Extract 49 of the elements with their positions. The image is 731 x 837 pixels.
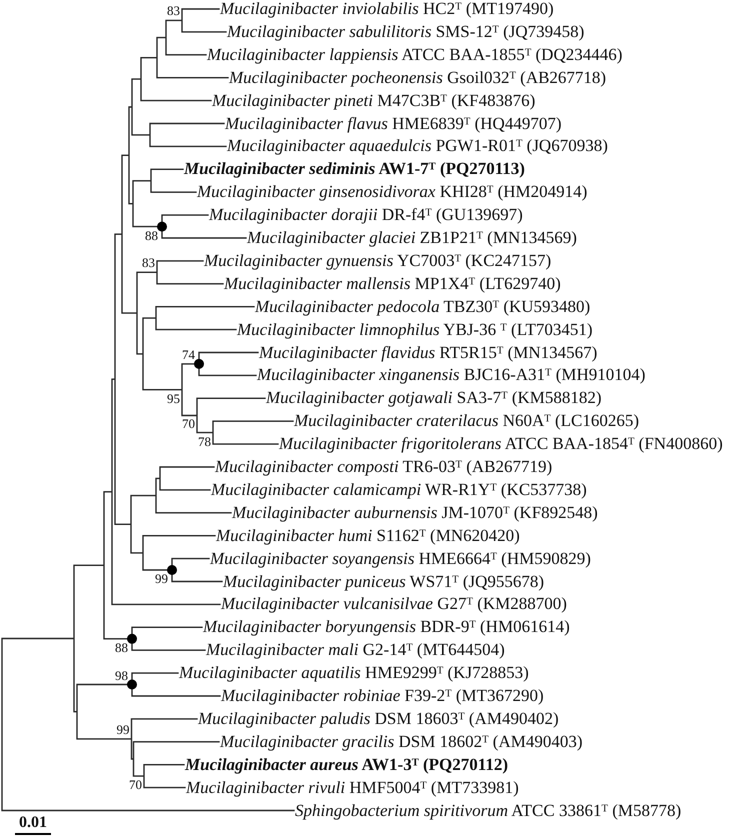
bootstrap-value: 98 bbox=[115, 668, 128, 683]
taxon-label: Mucilaginibacter sediminis AW1-7$^{T}$ (PQ270113) bbox=[184, 159, 525, 180]
taxon-label: Mucilaginibacter humi S1162$^{T}$ (MN620420) bbox=[216, 526, 520, 546]
taxon-label: Mucilaginibacter gynuensis YC7003$^{T}$ (KC247157) bbox=[204, 250, 552, 271]
bootstrap-value: 83 bbox=[142, 256, 155, 270]
taxon-label: Mucilaginibacter gotjawali SA3-7$^{T}$ (KM588182) bbox=[266, 388, 602, 408]
taxon-label: Mucilaginibacter flavus HME6839$^{T}$ (HQ449707) bbox=[225, 114, 562, 134]
taxon-label: Mucilaginibacter composti TR6-03$^{T}$ (AB267719) bbox=[215, 457, 552, 477]
taxon-label: Mucilaginibacter gracilis DSM 18602$^{T}$ (AM490403) bbox=[220, 732, 582, 752]
taxon-label: Mucilaginibacter mallensis MP1X4$^{T}$ (LT629740) bbox=[224, 274, 561, 294]
bootstrap-value: 88 bbox=[115, 640, 128, 655]
bootstrap-value: 83 bbox=[167, 4, 180, 18]
taxon-label: Mucilaginibacter limnophilus YBJ-36 $^{T}$ (LT703451) bbox=[237, 320, 593, 340]
taxon-label: Mucilaginibacter puniceus WS71$^{T}$ (JQ955678) bbox=[223, 572, 544, 592]
taxon-label: Mucilaginibacter rivuli HMF5004$^{T}$ (MT733981) bbox=[186, 778, 519, 798]
taxon-label: Mucilaginibacter inviolabilis HC2$^{T}$ (MT197490) bbox=[220, 0, 554, 19]
taxon-label: Mucilaginibacter boryungensis BDR-9$^{T}$ (HM061614) bbox=[203, 617, 570, 638]
taxon-label: Mucilaginibacter paludis DSM 18603$^{T}$ (AM490402) bbox=[198, 708, 559, 729]
bootstrap-value: 99 bbox=[155, 572, 168, 586]
bootstrap-value: 95 bbox=[167, 392, 180, 406]
taxon-label: Mucilaginibacter glaciei ZB1P21$^{T}$ (MN134569) bbox=[247, 228, 577, 248]
taxon-label: Mucilaginibacter frigoritolerans ATCC BAA-1854$^{T}$ (FN400860) bbox=[279, 434, 723, 454]
taxon-label: Mucilaginibacter pedocola TBZ30$^{T}$ (KU593480) bbox=[255, 296, 590, 317]
taxon-label: Mucilaginibacter xinganensis BJC16-A31$^{T}$ (MH910104) bbox=[257, 365, 646, 386]
taxon-label: Sphingobacterium spiritivorum ATCC 33861$^{T}$ (M58778) bbox=[295, 800, 682, 820]
taxon-label: Mucilaginibacter craterilacus N60A$^{T}$ (LC160265) bbox=[294, 411, 639, 432]
taxon-label: Mucilaginibacter lappiensis ATCC BAA-1855$^{T}$ (DQ234446) bbox=[207, 44, 622, 65]
taxon-label: Mucilaginibacter aureus AW1-3$^{T}$ (PQ270112) bbox=[185, 754, 508, 775]
bootstrap-value: 88 bbox=[145, 228, 158, 243]
taxon-label: Mucilaginibacter auburnensis JM-1070$^{T}$ (KF892548) bbox=[232, 502, 598, 523]
taxon-label: Mucilaginibacter pocheonensis Gsoil032$^{T}$ (AB267718) bbox=[229, 68, 606, 88]
taxon-label: Mucilaginibacter robiniae F39-2$^{T}$ (MT367290) bbox=[221, 686, 544, 706]
taxon-label: Mucilaginibacter aquatilis HME9299$^{T}$ (KJ728853) bbox=[179, 663, 529, 684]
taxon-label: Mucilaginibacter mali G2-14$^{T}$ (MT644504) bbox=[206, 640, 505, 660]
taxon-label: Mucilaginibacter ginsenosidivorax KHI28$^{T}$ (HM204914) bbox=[197, 182, 588, 202]
taxon-label: Mucilaginibacter sabulilitoris SMS-12$^{T}$ (JQ739458) bbox=[227, 22, 584, 42]
taxon-label: Mucilaginibacter calamicampi WR-R1Y$^{T}$ (KC537738) bbox=[211, 480, 587, 500]
bootstrap-value: 99 bbox=[116, 722, 130, 737]
scale-label: 0.01 bbox=[19, 814, 47, 832]
taxon-label: Mucilaginibacter pineti M47C3B$^{T}$ (KF483876) bbox=[212, 90, 536, 111]
bootstrap-value: 70 bbox=[129, 778, 142, 792]
bootstrap-value: 74 bbox=[182, 348, 195, 362]
taxon-label: Mucilaginibacter dorajii DR-f4$^{T}$ (GU139697) bbox=[209, 205, 523, 226]
taxon-label: Mucilaginibacter aquaedulcis PGW1-R01$^{T}$ (JQ670938) bbox=[227, 136, 608, 156]
bootstrap-value: 78 bbox=[198, 434, 211, 449]
taxon-label: Mucilaginibacter soyangensis HME6664$^{T}$ (HM590829) bbox=[210, 548, 591, 569]
bootstrap-value: 70 bbox=[182, 417, 195, 432]
taxon-label: Mucilaginibacter flavidus RT5R15$^{T}$ (MN134567) bbox=[259, 342, 598, 362]
taxon-label: Mucilaginibacter vulcanisilvae G27$^{T}$ (KM288700) bbox=[221, 594, 567, 614]
